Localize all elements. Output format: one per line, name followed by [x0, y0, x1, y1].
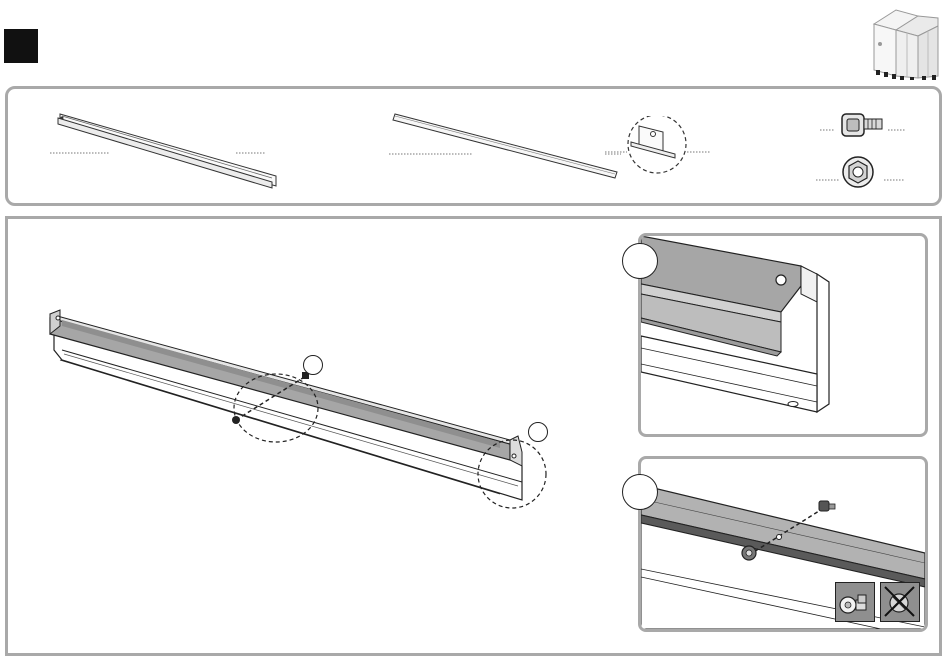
callout-end: [528, 422, 548, 442]
correct-orientation-thumbnail: [835, 582, 875, 622]
square-neck-bolt-icon: [818, 104, 908, 144]
tab-detail-icon: [605, 116, 715, 178]
step-number-block: [4, 29, 38, 63]
nut-bolt-correct-icon: [836, 583, 873, 620]
product-thumbnail: [866, 4, 942, 80]
detail-a-drawing: [641, 236, 925, 434]
detail-b-panel: [638, 456, 928, 632]
part-rail-b: [385, 108, 625, 184]
part-rail-b-detail: [605, 116, 715, 178]
detail-a-panel: [638, 233, 928, 437]
incorrect-orientation-thumbnail: [880, 582, 920, 622]
flange-nut-icon: [814, 152, 908, 192]
callout-center: [303, 355, 323, 375]
shed-icon: [866, 4, 942, 80]
assembly-illustration: [40, 300, 570, 520]
part-bolt: [818, 104, 908, 144]
rail-assembly-drawing: [40, 300, 570, 520]
detail-b-callout: [622, 474, 658, 510]
channel-rail-icon: [40, 108, 280, 192]
part-rail-a: [40, 108, 280, 192]
detail-a-callout: [622, 243, 658, 279]
nut-bolt-incorrect-icon: [881, 583, 918, 620]
part-nut: [814, 152, 908, 192]
flat-rail-icon: [385, 108, 625, 184]
